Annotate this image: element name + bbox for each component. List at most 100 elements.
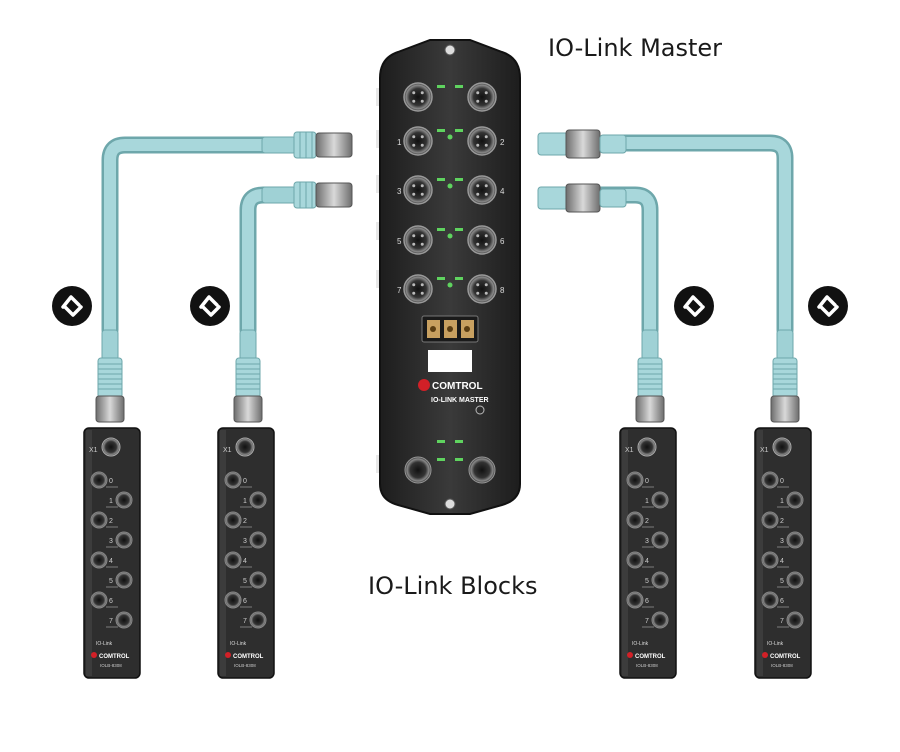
- block-x1-label: X1: [760, 447, 769, 454]
- block-model: IOLB-8308: [234, 663, 256, 668]
- master-port: [403, 82, 433, 112]
- block-port: [626, 551, 644, 569]
- block-port-number: 0: [243, 478, 247, 485]
- block-port: [786, 491, 804, 509]
- master-port: [403, 225, 433, 255]
- master-led: [455, 85, 463, 88]
- block-port-number: 5: [645, 578, 649, 585]
- block-port: [786, 611, 804, 629]
- block-port: [626, 511, 644, 529]
- master-product-text: IO-LINK MASTER: [431, 397, 489, 404]
- block-port-number: 0: [109, 478, 113, 485]
- block-port: [115, 611, 133, 629]
- master-port: [467, 82, 497, 112]
- block-x1-label: X1: [89, 447, 98, 454]
- block-model: IOLB-8308: [771, 663, 793, 668]
- connector-right-lower: [537, 183, 627, 213]
- master-mount-hole-bottom: [444, 498, 456, 510]
- cable-connector: [95, 329, 125, 423]
- block-port-number: 2: [645, 518, 649, 525]
- block-port: [90, 511, 108, 529]
- comtrol-logo-icon: [91, 652, 97, 658]
- cable-outer-left: [101, 136, 299, 339]
- block-port: [249, 531, 267, 549]
- io-link-blocks: X101234567IO-LinkCOMTROLIOLB-8308X101234…: [83, 427, 812, 679]
- cable-inner-right: [591, 186, 659, 339]
- master-led: [437, 228, 445, 231]
- master-port: [467, 225, 497, 255]
- block-port-number: 3: [243, 538, 247, 545]
- comtrol-logo-icon: [627, 652, 633, 658]
- block-port: [249, 491, 267, 509]
- master-led: [437, 129, 445, 132]
- bidirectional-arrow-icon: [808, 286, 848, 326]
- block-port-number: 3: [645, 538, 649, 545]
- block-port: [626, 471, 644, 489]
- master-port-number: 1: [397, 138, 402, 147]
- block-port-number: 6: [645, 598, 649, 605]
- master-led: [437, 85, 445, 88]
- block-brand: COMTROL: [770, 654, 801, 660]
- block-port: [224, 471, 242, 489]
- block-brand: COMTROL: [233, 654, 264, 660]
- master-port: [403, 274, 433, 304]
- block-port-number: 4: [109, 558, 113, 565]
- block-port: [786, 571, 804, 589]
- block-port-number: 3: [780, 538, 784, 545]
- master-port: [467, 126, 497, 156]
- block-port-number: 5: [243, 578, 247, 585]
- master-port-number: 7: [397, 286, 402, 295]
- master-port: [467, 274, 497, 304]
- master-led: [447, 134, 453, 140]
- block-model: IOLB-8308: [100, 663, 122, 668]
- block-port-number: 6: [780, 598, 784, 605]
- master-port-number: 4: [500, 187, 505, 196]
- block-port: [651, 611, 669, 629]
- master-led: [447, 233, 453, 239]
- block-port-number: 6: [109, 598, 113, 605]
- block-port-number: 4: [243, 558, 247, 565]
- block-port: [761, 551, 779, 569]
- master-bottom-ports: [404, 456, 496, 484]
- cables: [101, 134, 794, 339]
- block-port: [224, 511, 242, 529]
- block-port: [224, 551, 242, 569]
- block-x1-label: X1: [625, 447, 634, 454]
- block-side-connectors: [95, 329, 800, 423]
- block-port-number: 5: [780, 578, 784, 585]
- master-led: [455, 178, 463, 181]
- comtrol-logo-icon: [418, 379, 430, 391]
- block-port-number: 1: [109, 498, 113, 505]
- blocks-caption: IO-Link Blocks: [368, 572, 538, 600]
- ce-icon: [475, 405, 485, 415]
- master-led: [447, 282, 453, 288]
- block-port: [761, 471, 779, 489]
- block-port-number: 7: [780, 618, 784, 625]
- block-port-number: 3: [109, 538, 113, 545]
- block-port-number: 2: [780, 518, 784, 525]
- cable-inner-left: [239, 186, 299, 339]
- block-port: [651, 531, 669, 549]
- cable-outer-right: [611, 134, 794, 339]
- master-port-number: 8: [500, 286, 505, 295]
- block-model: IOLB-8308: [636, 663, 658, 668]
- master-led: [437, 178, 445, 181]
- block-x1-port: [235, 437, 255, 457]
- cable-connector: [770, 329, 800, 423]
- master-mount-hole-top: [444, 44, 456, 56]
- block-brand: COMTROL: [635, 654, 666, 660]
- master-side-connectors: [261, 129, 627, 213]
- connector-left-lower: [261, 181, 353, 209]
- block-port-number: 2: [243, 518, 247, 525]
- block-x1-port: [772, 437, 792, 457]
- master-port-number: 6: [500, 237, 505, 246]
- block-port: [249, 611, 267, 629]
- master-led: [455, 129, 463, 132]
- block-port: [761, 511, 779, 529]
- master-led: [455, 228, 463, 231]
- block-port: [651, 491, 669, 509]
- block-port-number: 1: [645, 498, 649, 505]
